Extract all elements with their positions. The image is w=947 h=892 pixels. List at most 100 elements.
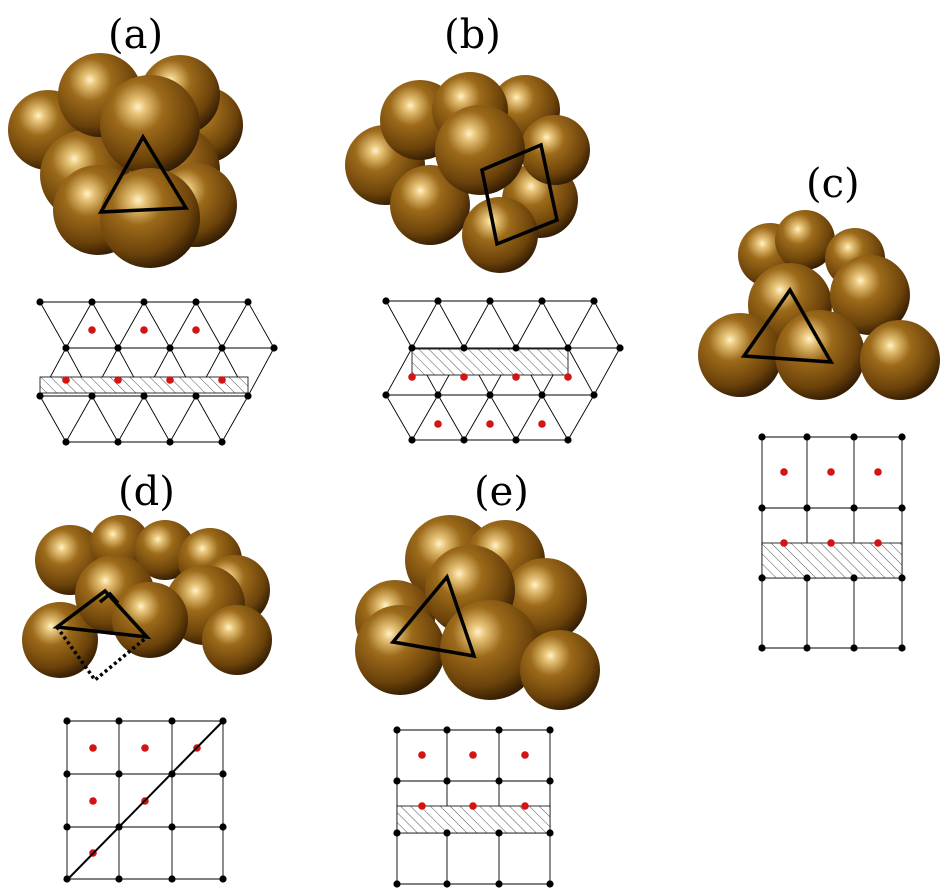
lattice-bond xyxy=(65,395,93,443)
lattice-atom xyxy=(114,438,122,446)
panel-label-d: (d) xyxy=(118,469,175,515)
lattice-bond xyxy=(221,395,249,443)
lattice-atom xyxy=(590,297,598,305)
panel-label-b: (b) xyxy=(444,12,501,58)
adsorption-site xyxy=(486,420,494,428)
adsorption-site xyxy=(538,420,546,428)
lattice-bond xyxy=(385,347,413,396)
lattice-bond xyxy=(489,300,517,349)
lattice-b xyxy=(382,297,624,444)
adsorption-site xyxy=(434,420,442,428)
sphere xyxy=(355,605,445,695)
lattice-atom xyxy=(168,823,176,831)
lattice-bond xyxy=(247,347,275,397)
lattice-bond xyxy=(169,395,197,443)
lattice-atom xyxy=(850,433,858,441)
lattice-atom xyxy=(88,392,96,400)
cluster-d xyxy=(22,515,272,683)
lattice-bond xyxy=(169,301,197,349)
lattice-atom xyxy=(393,726,401,734)
lattice-atom xyxy=(898,504,906,512)
adsorption-site xyxy=(114,376,122,384)
lattice-bond xyxy=(593,300,621,349)
lattice-atom xyxy=(408,344,416,352)
lattice-bond xyxy=(91,301,119,349)
adsorption-site xyxy=(88,326,96,334)
lattice-atom xyxy=(564,436,572,444)
cluster-b xyxy=(345,72,590,273)
adsorption-site xyxy=(140,326,148,334)
lattice-atom xyxy=(115,717,123,725)
lattice-bond xyxy=(143,301,171,349)
lattice-atom xyxy=(408,436,416,444)
sphere xyxy=(860,320,940,400)
lattice-atom xyxy=(140,298,148,306)
lattice-atom xyxy=(898,433,906,441)
lattice-atom xyxy=(218,344,226,352)
lattice-atom xyxy=(486,391,494,399)
hatched-band xyxy=(761,542,903,579)
lattice-atom xyxy=(62,344,70,352)
square-motif xyxy=(480,142,560,247)
lattice-atom xyxy=(495,726,503,734)
lattice-atom xyxy=(114,344,122,352)
lattice-atom xyxy=(192,392,200,400)
sphere xyxy=(775,310,865,400)
hatched-band xyxy=(396,805,551,834)
lattice-atom xyxy=(192,298,200,306)
lattice-atom xyxy=(382,297,390,305)
adsorption-site xyxy=(89,744,97,752)
adsorption-site xyxy=(874,539,882,547)
lattice-atom xyxy=(62,438,70,446)
sphere xyxy=(100,75,200,175)
lattice-atom xyxy=(898,644,906,652)
lattice-e xyxy=(393,726,554,888)
lattice-bond xyxy=(39,301,67,349)
sphere xyxy=(830,255,910,335)
lattice-bond xyxy=(117,395,145,443)
lattice-atom xyxy=(546,829,554,837)
triangle-motif xyxy=(389,573,477,659)
lattice-atom xyxy=(88,298,96,306)
lattice-atom xyxy=(166,438,174,446)
lattice-bond xyxy=(515,394,543,441)
triangle-motif xyxy=(97,133,190,214)
lattice-bond xyxy=(463,394,491,441)
lattice-atom xyxy=(758,644,766,652)
lattice-bond xyxy=(195,301,223,349)
hatched-band xyxy=(39,376,249,394)
lattice-bond xyxy=(567,300,595,349)
lattice-atom xyxy=(850,644,858,652)
lattice-bond xyxy=(593,347,621,396)
lattice-atom xyxy=(486,297,494,305)
lattice-atom xyxy=(244,392,252,400)
lattice-atom xyxy=(443,777,451,785)
lattice-atom xyxy=(803,574,811,582)
lattice-bond xyxy=(385,300,413,349)
adsorption-site xyxy=(564,373,572,381)
adsorption-site xyxy=(418,802,426,810)
lattice-atom xyxy=(382,391,390,399)
sphere xyxy=(698,313,782,397)
lattice-atom xyxy=(495,880,503,888)
lattice-d xyxy=(63,717,227,883)
lattice-atom xyxy=(218,438,226,446)
panel-label-c: (c) xyxy=(806,161,860,207)
lattice-atom xyxy=(850,504,858,512)
cluster-a xyxy=(8,53,243,268)
lattice-atom xyxy=(219,770,227,778)
lattice-atom xyxy=(443,726,451,734)
lattice-atom xyxy=(36,298,44,306)
sphere xyxy=(112,582,188,658)
right-angle-motif xyxy=(52,588,152,640)
lattice-bond xyxy=(541,300,569,349)
lattice-atom xyxy=(538,391,546,399)
lattice-atom xyxy=(443,829,451,837)
lattice-atom xyxy=(270,344,278,352)
cluster-e xyxy=(355,515,600,710)
adsorption-site xyxy=(512,373,520,381)
lattice-bond xyxy=(411,300,439,349)
adsorption-site xyxy=(418,751,426,759)
lattice-bond xyxy=(437,394,465,441)
